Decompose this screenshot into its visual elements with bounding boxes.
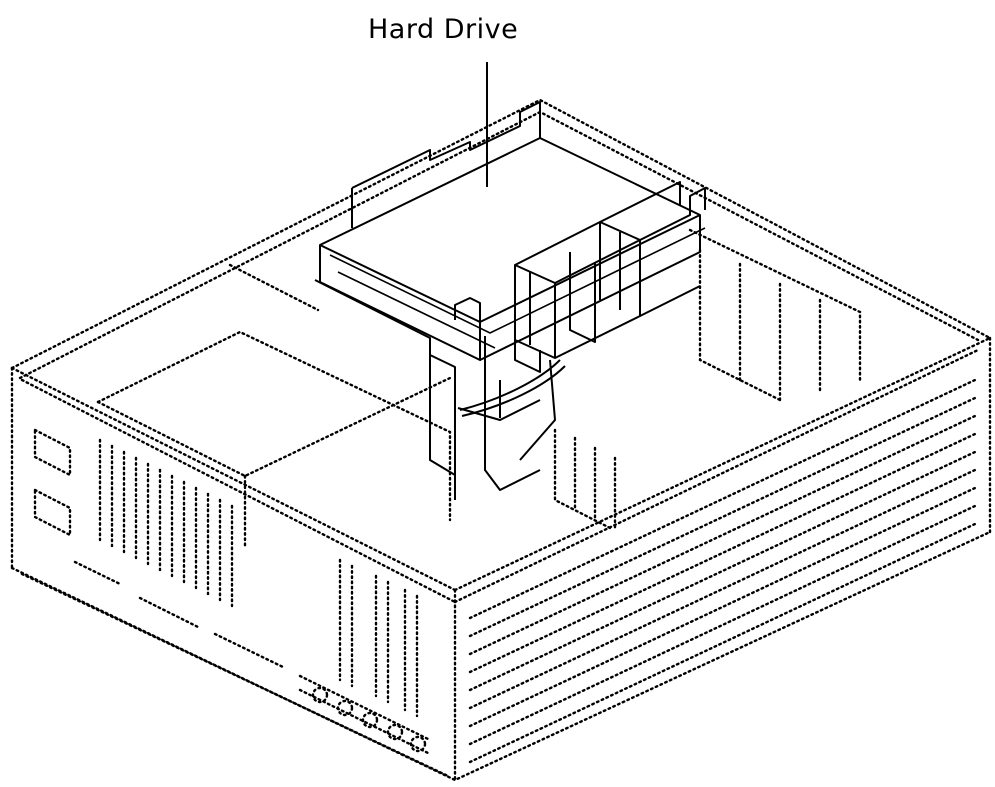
hard-drive-callout-label: Hard Drive <box>368 14 519 45</box>
power-supply <box>96 263 452 550</box>
side-panel-vents <box>468 378 977 764</box>
hard-drive-assembly <box>314 101 706 500</box>
chassis-outline <box>10 98 992 782</box>
front-panel-details <box>33 428 432 756</box>
